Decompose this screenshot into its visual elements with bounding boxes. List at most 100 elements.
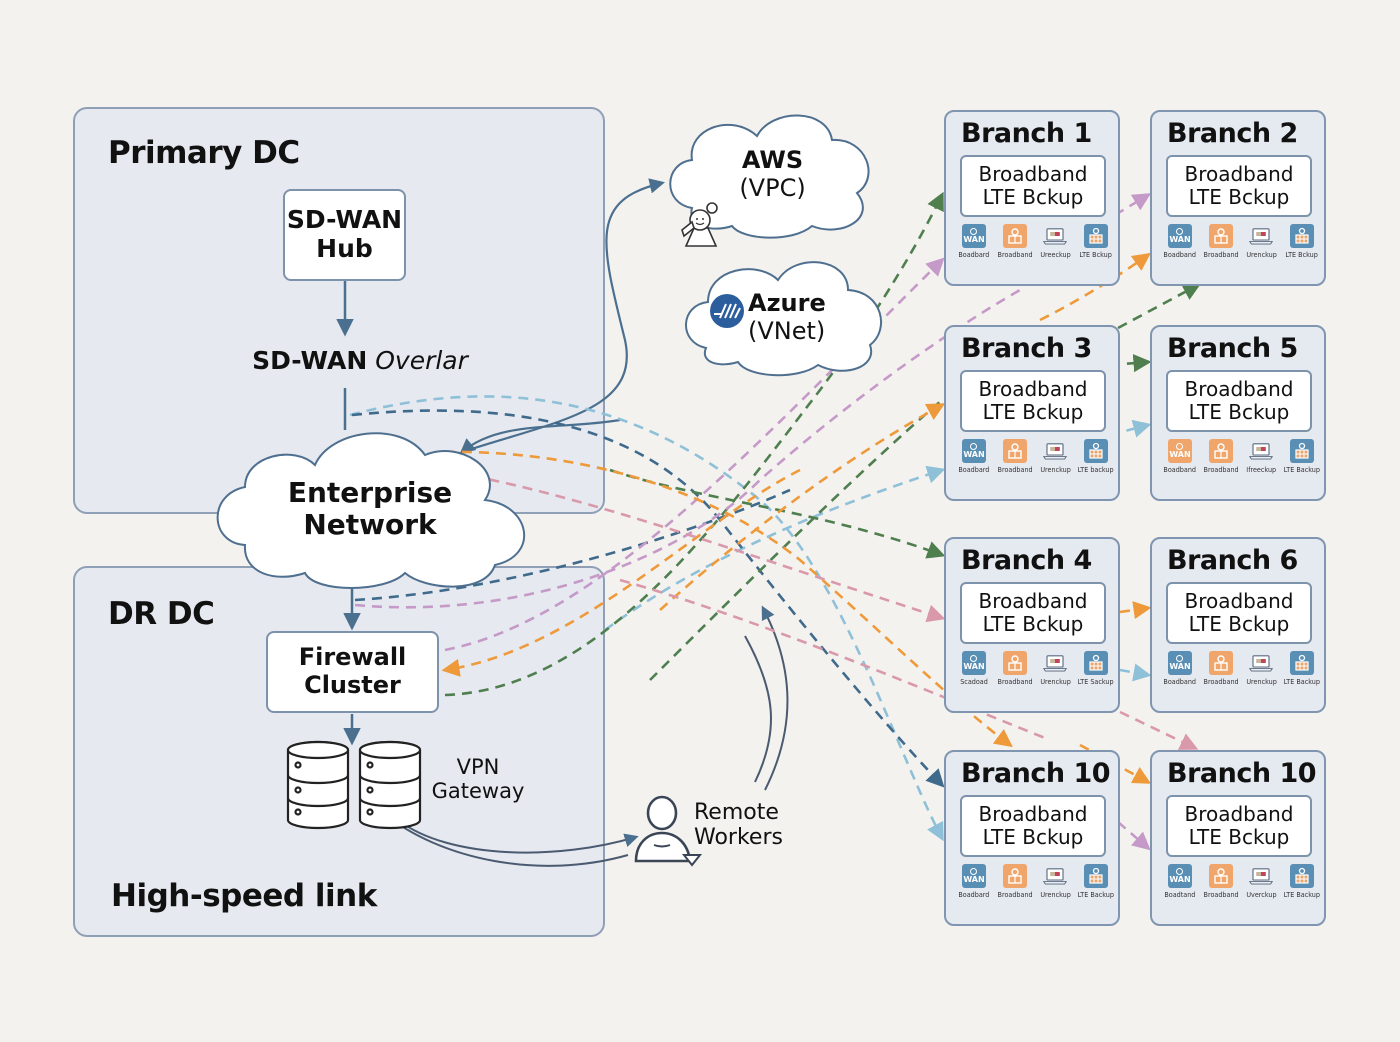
branch-wan-box: Broadband LTE Bckup [1166, 370, 1312, 432]
wan-line1: Broadband [1184, 377, 1294, 401]
lte-icon [1289, 439, 1314, 463]
branch-title: Branch 2 [1167, 118, 1298, 149]
branch-icon-caption: Scadoad [960, 678, 988, 686]
wan-line1: Broadband [1184, 802, 1294, 826]
remote-to-vpn-arrow [379, 810, 629, 867]
branch-icon-caption: Broadband [1203, 678, 1239, 686]
azure-line1: Azure [748, 289, 826, 317]
vpn-line1: VPN [456, 755, 500, 779]
branch-icon-caption: Boadband [1163, 678, 1197, 686]
firewall-line1: Firewall [298, 643, 407, 672]
link-purple-branch10b [1117, 821, 1151, 851]
lte-icon [1083, 439, 1108, 463]
branch-icon-caption: LTE Backup [1283, 466, 1321, 474]
branch-wan-box: Broadband LTE Bckup [1166, 582, 1312, 644]
high-speed-link-label: High-speed link [111, 878, 377, 914]
wan-icon: WAN [962, 224, 986, 248]
vpn-to-remote-arrow [397, 819, 639, 854]
branch-icon-caption: Boadband [1163, 466, 1197, 474]
branch-icon-item: Urenckup [1035, 651, 1075, 686]
branch-icon-item: LTE Backup [1076, 864, 1116, 899]
lte-icon [1083, 864, 1108, 888]
wan-line2: LTE Bckup [1188, 185, 1290, 209]
azure-line2: (VNet) [748, 316, 826, 345]
server-icon [358, 740, 422, 830]
laptop-icon [1043, 651, 1068, 675]
link-orange-branch6 [1119, 601, 1152, 620]
branch-icon-caption: Boadbard [958, 251, 990, 259]
enterprise-line2: Network [303, 508, 437, 542]
laptop-icon [1043, 439, 1068, 463]
branch-icon-item: Broadband [1201, 224, 1241, 259]
remote-worker-icon[interactable] [632, 795, 704, 867]
branch-icon-item: Uverckup [1241, 864, 1281, 899]
laptop-icon [1249, 864, 1274, 888]
azure-cloud[interactable] [678, 250, 890, 380]
wan-line1: Broadband [978, 802, 1088, 826]
vpn-gateway-label: VPN Gateway [428, 755, 528, 803]
enterprise-line1: Enterprise [287, 476, 453, 509]
branch-icon-item: Urenckup [1241, 224, 1281, 259]
overlay-label-bold: SD-WAN [252, 346, 368, 375]
branch-wan-box: Broadband LTE Bckup [960, 795, 1106, 857]
aws-cloud[interactable] [662, 108, 882, 243]
branch-icon-caption: Urenckup [1246, 678, 1277, 686]
branch-icon-item: Broadband [995, 651, 1035, 686]
wan-line2: LTE Bckup [1188, 400, 1290, 424]
branch-icon-caption: Boadbard [958, 466, 990, 474]
network-from-aws-arrowhead [459, 418, 621, 454]
network-to-aws-arrow [461, 178, 665, 454]
dr-dc-title: DR DC [108, 596, 215, 632]
wan-line1: Broadband [1184, 162, 1294, 186]
branch-title: Branch 1 [961, 118, 1092, 149]
aws-line1: AWS [741, 146, 804, 174]
branch-icon-caption: Broadband [997, 251, 1033, 259]
overlay-label-italic: Overlar [375, 346, 468, 375]
branch-icon-caption: Broadband [997, 466, 1033, 474]
vpn-gateway-servers[interactable] [284, 740, 424, 832]
link-purple-network [354, 288, 1021, 609]
branch-card-1[interactable]: Branch 1 Broadband LTE Bckup WAN Boadbard… [944, 110, 1120, 286]
enterprise-network-cloud[interactable] [205, 415, 535, 595]
wan-line1: Broadband [1184, 589, 1294, 613]
branch-icon-caption: LTE Bckup [1285, 251, 1319, 259]
remote-workers-label: Remote Workers [694, 800, 794, 851]
branch-icon-caption: LTE Backup [1283, 891, 1321, 899]
enterprise-network-label: Enterprise Network [260, 476, 480, 542]
wan-icon: WAN [1168, 864, 1192, 888]
link-lightblue-branch3 [604, 465, 946, 632]
branch-wan-box: Broadband LTE Bckup [1166, 155, 1312, 217]
link-green-branch2 [1117, 283, 1202, 330]
remote-uplink-arrow [761, 605, 789, 791]
branch-icon-caption: Boadband [1163, 251, 1197, 259]
hub-label-line1: SD-WAN [286, 205, 403, 235]
branch-icon-item: LTE Bckup [1076, 224, 1116, 259]
branch-icon-item: Broadband [995, 439, 1035, 474]
router-icon [1002, 864, 1027, 888]
laptop-icon [1249, 224, 1274, 248]
branch-icon-item: Urenckup [1035, 439, 1075, 474]
branch-icon-caption: Broadband [1203, 466, 1239, 474]
branch-icon-caption: LTE Backup [1077, 891, 1115, 899]
wan-icon: WAN [962, 864, 986, 888]
branch-wan-box: Broadband LTE Bckup [960, 370, 1106, 432]
branch-icon-item: LTE backup [1076, 439, 1116, 474]
branch-icon-item: WAN Scadoad [954, 651, 994, 686]
link-purple-branch2 [1114, 193, 1152, 217]
wan-icon: WAN [962, 651, 986, 675]
